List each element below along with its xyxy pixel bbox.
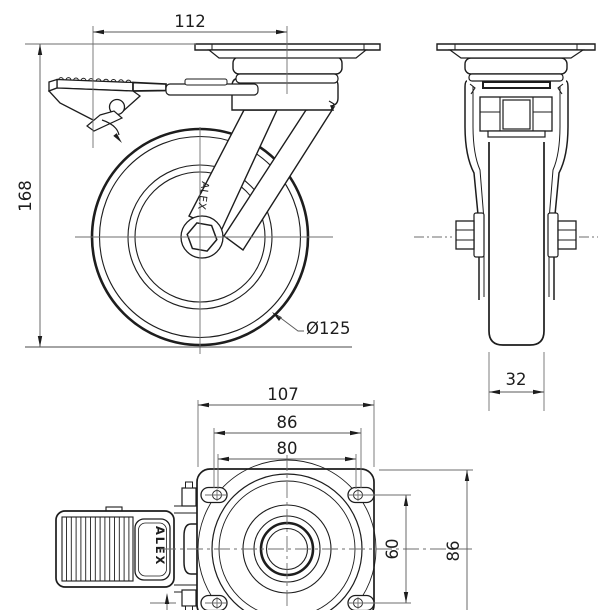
dim-diameter-label: Ø125 [306, 319, 350, 338]
dim-168: 168 [16, 43, 196, 347]
brake-pedal-top: ALEX [55, 506, 175, 588]
dim-80: 80 [217, 439, 357, 489]
bolt-slot-top-left [200, 486, 228, 504]
front-view: ALEX [25, 26, 381, 354]
mounting-plate-front [194, 43, 381, 51]
dim-107: 107 [197, 385, 375, 467]
brake-pedal-front [47, 77, 259, 143]
dim-86-horizontal: 86 [213, 413, 362, 488]
dim-112: 112 [92, 12, 287, 148]
dim-wheel-diameter: Ø125 [272, 312, 350, 338]
dim-168-label: 168 [16, 180, 35, 212]
dim-80-label: 80 [277, 439, 298, 458]
fork-brand-label: ALEX [195, 181, 211, 211]
dim-107-label: 107 [267, 385, 299, 404]
top-view: ALEX [55, 455, 472, 610]
axle-bolt-right [547, 212, 577, 258]
swivel-ring-upper [232, 56, 343, 75]
dim-112-label: 112 [174, 12, 206, 31]
dim-60-label: 60 [383, 539, 402, 560]
side-view [414, 43, 598, 346]
bolt-slot-bottom-left [200, 594, 228, 610]
pedal-brand-plate [134, 518, 171, 581]
dim-32: 32 [488, 352, 545, 411]
mounting-plate-side [436, 43, 596, 51]
dim-86v-label: 86 [444, 541, 463, 562]
pedal-wedge [47, 87, 142, 123]
dim-32-label: 32 [506, 370, 527, 389]
dim-86h-label: 86 [277, 413, 298, 432]
brake-housing-top [174, 481, 197, 610]
mounting-plate-top [196, 468, 375, 610]
axle-bolt-left [455, 212, 485, 258]
pedal-grip [61, 516, 134, 582]
brake-cam-band [482, 81, 551, 89]
wheel-side [488, 142, 545, 346]
dim-cutoff [150, 593, 176, 610]
dim-86-vertical: 86 [379, 469, 473, 610]
dim-60: 60 [370, 494, 411, 604]
pedal-brand-label: ALEX [153, 526, 167, 566]
